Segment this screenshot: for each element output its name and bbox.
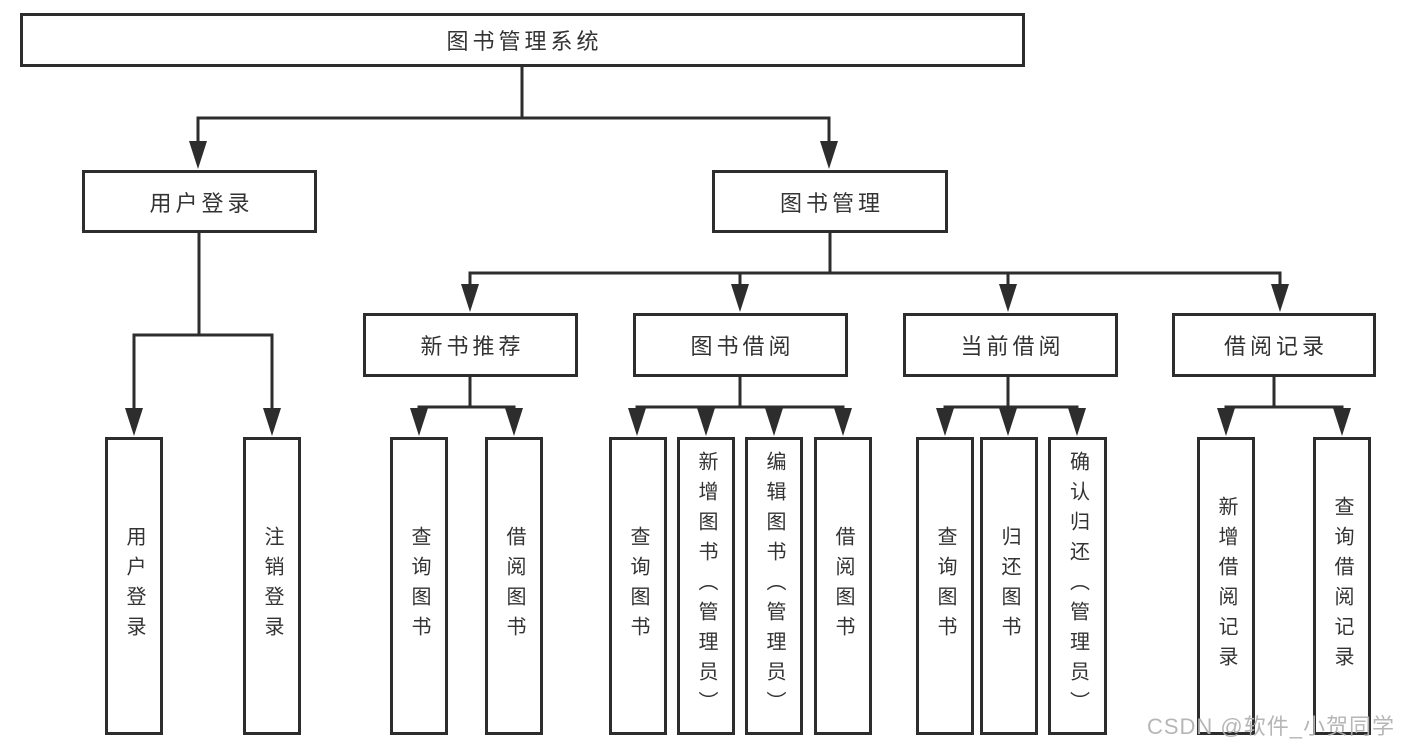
csdn-watermark: CSDN @软件_小贺同学 [1146,714,1395,739]
leaf-confirm-return-admin: 确认归还（管理员） [1048,437,1107,735]
leaf-query-books-current: 查询图书 [916,437,974,735]
leaf-return-book: 归还图书 [980,437,1038,735]
node-current-borrow: 当前借阅 [903,313,1118,377]
node-book-borrow: 图书借阅 [633,313,848,377]
node-root-system: 图书管理系统 [20,13,1025,67]
node-user-login: 用户登录 [82,170,317,233]
node-book-management: 图书管理 [712,170,948,233]
node-borrow-records: 借阅记录 [1172,313,1376,377]
leaf-query-books-recommend: 查询图书 [390,437,448,735]
leaf-user-login: 用户登录 [105,437,163,735]
leaf-query-books-borrow: 查询图书 [609,437,667,735]
leaf-borrow-books-recommend: 借阅图书 [485,437,543,735]
leaf-edit-book-admin: 编辑图书（管理员） [745,437,803,735]
leaf-query-borrow-record: 查询借阅记录 [1313,437,1371,735]
node-new-book-recommend: 新书推荐 [363,313,578,377]
leaf-add-book-admin: 新增图书（管理员） [677,437,735,735]
leaf-borrow-books: 借阅图书 [814,437,872,735]
leaf-add-borrow-record: 新增借阅记录 [1197,437,1255,735]
leaf-logout: 注销登录 [243,437,301,735]
